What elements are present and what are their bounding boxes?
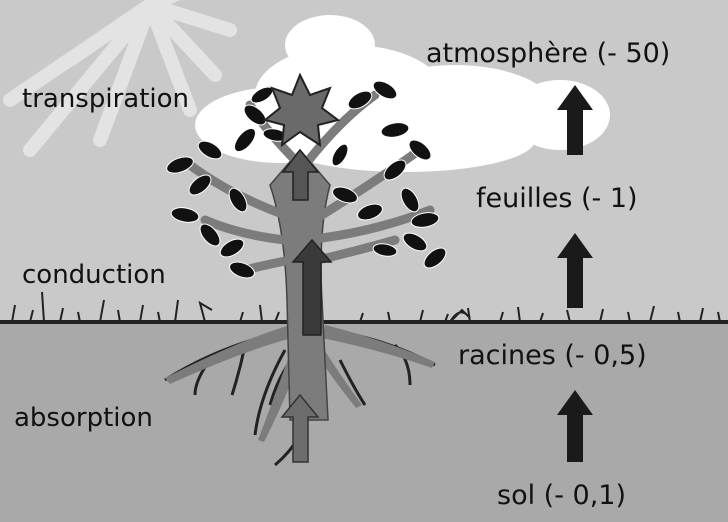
label-atmosphere: atmosphère (- 50) bbox=[426, 40, 670, 67]
label-conduction: conduction bbox=[22, 262, 166, 288]
label-racines: racines (- 0,5) bbox=[458, 342, 647, 369]
label-sol: sol (- 0,1) bbox=[497, 482, 626, 509]
label-absorption: absorption bbox=[14, 405, 153, 431]
label-transpiration: transpiration bbox=[22, 86, 189, 112]
label-feuilles: feuilles (- 1) bbox=[476, 185, 638, 212]
